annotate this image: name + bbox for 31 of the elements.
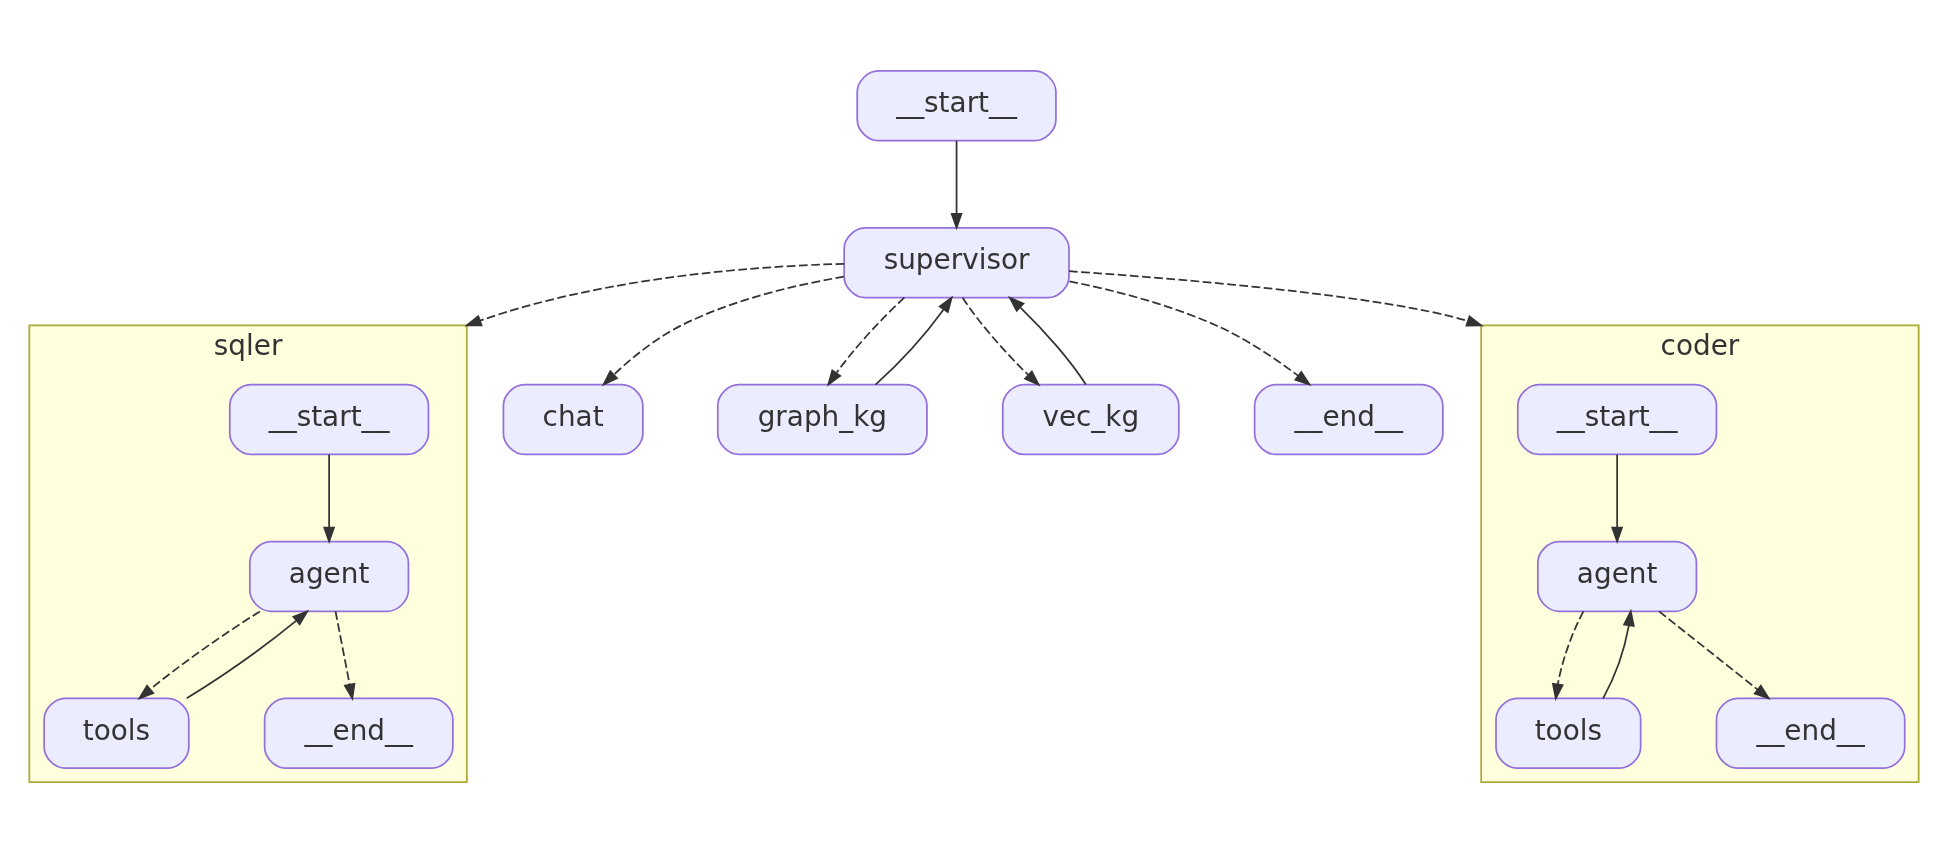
node-box: __end__ <box>1253 383 1444 455</box>
arrow <box>826 296 906 387</box>
arrow <box>961 296 1041 386</box>
arrow <box>950 139 963 230</box>
arrow <box>1611 453 1624 544</box>
node-box: __start__ <box>1516 383 1718 455</box>
arrow <box>874 295 954 385</box>
node-box: agent <box>1536 540 1698 612</box>
arrow <box>323 453 336 544</box>
arrow <box>1068 269 1484 327</box>
node-box: supervisor <box>843 226 1070 298</box>
node-box: tools <box>43 697 190 769</box>
node-box: graph_kg <box>716 383 928 455</box>
node-box: vec_kg <box>1001 383 1180 455</box>
arrow <box>137 610 261 700</box>
node-box: __end__ <box>263 697 454 769</box>
node-box: agent <box>248 540 410 612</box>
arrow <box>1007 295 1087 385</box>
node-box: __start__ <box>228 383 430 455</box>
node-box: __end__ <box>1715 697 1906 769</box>
arrow <box>601 275 845 386</box>
node-box: chat <box>502 383 644 455</box>
arrow <box>185 609 310 699</box>
arrow <box>464 262 845 326</box>
arrow <box>1658 610 1771 700</box>
arrow <box>1068 279 1312 386</box>
arrow <box>1551 610 1585 701</box>
arrow <box>334 610 356 701</box>
arrow <box>1602 608 1635 699</box>
node-box: __start__ <box>856 69 1057 142</box>
node-box: tools <box>1495 697 1642 769</box>
